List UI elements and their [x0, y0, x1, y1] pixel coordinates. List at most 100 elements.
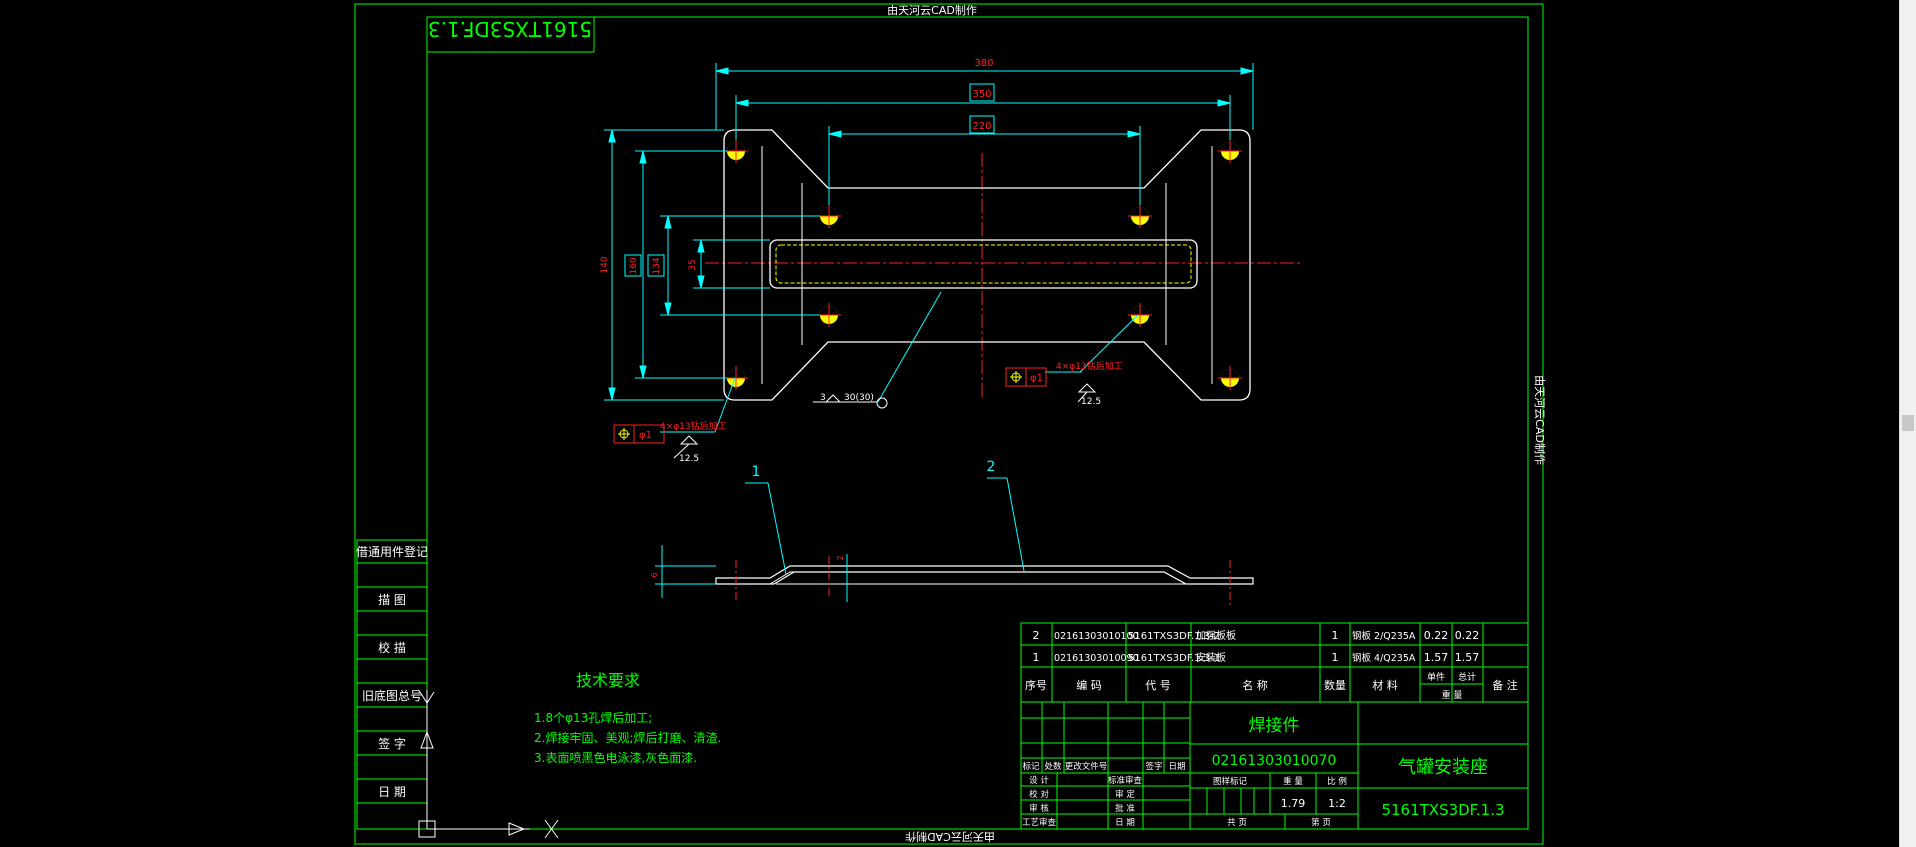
- hole: [817, 303, 841, 327]
- bom-row-1-unit: 1.57: [1424, 651, 1449, 664]
- vertical-dimensions: [604, 129, 820, 401]
- tb-label-sheets-total: 共 页: [1227, 818, 1247, 828]
- hole-callout-right-tol: φ1: [1030, 373, 1043, 384]
- bom-header-code: 编 码: [1076, 678, 1102, 692]
- drawing-frame: [354, 3, 1544, 845]
- reinforcement-plate-inner: [775, 244, 1192, 284]
- bom-row-2-no: 2: [1033, 629, 1040, 642]
- bom-header-no: 序号: [1025, 678, 1047, 692]
- bom-row-2-code: 02161303010100: [1054, 631, 1139, 642]
- tb-scale: 1:2: [1328, 797, 1346, 810]
- tb-label-designer: 设 计: [1029, 775, 1049, 786]
- outer-border: [354, 3, 1544, 845]
- hole-callout-right: [1005, 314, 1139, 403]
- bom-header-weight: 重 量: [1442, 689, 1463, 701]
- hole-callout-right-roughness: 12.5: [1081, 397, 1101, 407]
- weld-size: 3: [820, 393, 826, 403]
- balloon-leaders: [745, 477, 1025, 575]
- plate-inner-edges: [761, 146, 1213, 384]
- tb-part-code: 02161303010070: [1212, 753, 1337, 769]
- tb-label-sheet-no: 第 页: [1311, 817, 1331, 828]
- hole-callout-left-roughness: 12.5: [679, 454, 699, 464]
- title-block: [1020, 701, 1529, 830]
- dim-box-134: [647, 254, 665, 277]
- dim-middle-vertical: 134: [652, 257, 662, 274]
- hole: [1128, 303, 1152, 327]
- balloon-1: 1: [752, 464, 761, 480]
- tb-weight: 1.79: [1281, 797, 1306, 810]
- mounting-plate-outline: [723, 129, 1251, 401]
- hole-callout-left: [613, 377, 736, 459]
- left-table-row-6: 日 期: [378, 785, 406, 799]
- balloon-2: 2: [987, 459, 996, 475]
- tb-label-standardize: 标准审查: [1108, 775, 1143, 786]
- reinforcement-plate: [769, 239, 1198, 289]
- bom-row-1-drawing: 5161TXS3DF.1.3-1: [1128, 653, 1220, 664]
- dim-box-160: [624, 254, 642, 277]
- dim-overall-height: 140: [600, 256, 610, 273]
- dim-hole-span-inner: 220: [972, 121, 991, 132]
- tb-label-checker: 校 对: [1029, 789, 1049, 800]
- bom-row-1: 1 02161303010090 5161TXS3DF.1.3-1 安装板 1 …: [1033, 651, 1480, 664]
- hole: [1218, 366, 1242, 390]
- technical-requirements: 技术要求 1.8个φ13孔焊后加工; 2.焊接牢固、美观;焊后打磨、清渣. 3.…: [534, 671, 721, 765]
- hole: [724, 366, 748, 390]
- side-credit: 由天河云CAD制作: [1533, 375, 1547, 465]
- bom-header-total: 总计: [1458, 671, 1476, 683]
- bom-header-name: 名 称: [1242, 678, 1268, 692]
- dim-box-350: [969, 83, 995, 102]
- tb-part-type: 焊接件: [1249, 716, 1300, 736]
- left-registration-table: [356, 539, 428, 830]
- tech-req-item-3: 3.表面喷黑色电泳漆,灰色面漆.: [534, 751, 697, 765]
- center-lines: [705, 153, 1300, 400]
- bom-row-2-unit: 0.22: [1424, 629, 1449, 642]
- tb-drawing-no: 5161TXS3DF.1.3: [1381, 801, 1504, 819]
- bom-row-2-name: 加强板板: [1196, 629, 1236, 642]
- side-view-dimensions: [655, 545, 848, 602]
- tb-label-reviewer: 审 核: [1029, 803, 1049, 814]
- dim-step-height: 2: [836, 555, 845, 560]
- bom-header-qty: 数量: [1324, 679, 1346, 692]
- bom-row-1-total: 1.57: [1455, 651, 1480, 664]
- tb-label-weight: 重 量: [1283, 776, 1303, 787]
- bottom-credit: 由天河云CAD制作: [905, 830, 995, 844]
- title-block-labels: 标记 处数 更改文件号 签字 日期 设 计 校 对 审 核 工艺审查 标准审查 …: [1022, 761, 1347, 828]
- side-view-plate: [715, 565, 1254, 585]
- bom-row-1-code: 02161303010090: [1054, 653, 1139, 664]
- hole-callout-right-note: 4×φ13钻后加工: [1056, 360, 1123, 372]
- tb-label-date: 日期: [1168, 762, 1185, 772]
- dim-slot-height: 35: [688, 259, 698, 270]
- ucs-icon: [418, 690, 559, 839]
- tb-label-count: 处数: [1044, 761, 1062, 772]
- dim-side-thickness: 6: [650, 572, 659, 577]
- tb-label-scale: 比 例: [1327, 776, 1347, 787]
- hole: [724, 139, 748, 163]
- dim-box-220: [969, 115, 995, 134]
- horizontal-dimensions: [715, 63, 1254, 205]
- hole: [1128, 204, 1152, 228]
- left-table-row-2: 描 图: [378, 593, 406, 607]
- bom-header-drawing: 代 号: [1145, 679, 1171, 692]
- side-view-reinforcement: [769, 571, 1186, 585]
- bom-row-1-name: 安装板: [1196, 651, 1226, 664]
- scrollbar-thumb[interactable]: [1902, 415, 1914, 431]
- bom-header-remark: 备 注: [1492, 678, 1518, 692]
- tech-req-item-2: 2.焊接牢固、美观;焊后打磨、清渣.: [534, 730, 721, 745]
- mirrored-code-box: [426, 16, 595, 53]
- weld-symbol: [813, 291, 942, 409]
- dim-overall-width: 380: [974, 58, 993, 69]
- hole: [817, 204, 841, 228]
- top-credit: 由天河云CAD制作: [887, 3, 977, 17]
- bom-row-2-material: 钢板 2/Q235A: [1352, 630, 1416, 642]
- mounting-holes: [724, 139, 1242, 390]
- bom-row-1-material: 钢板 4/Q235A: [1352, 652, 1416, 664]
- bom-row-1-qty: 1: [1332, 651, 1339, 664]
- bom-row-2: 2 02161303010100 5161TXS3DF.1.3-2 加强板板 1…: [1033, 629, 1480, 642]
- mirrored-drawing-code: 5161TXS3DF.1.3: [428, 17, 592, 41]
- weld-length: 30(30): [844, 393, 874, 403]
- vertical-scrollbar[interactable]: [1899, 0, 1916, 847]
- tb-part-name: 气罐安装座: [1398, 757, 1488, 778]
